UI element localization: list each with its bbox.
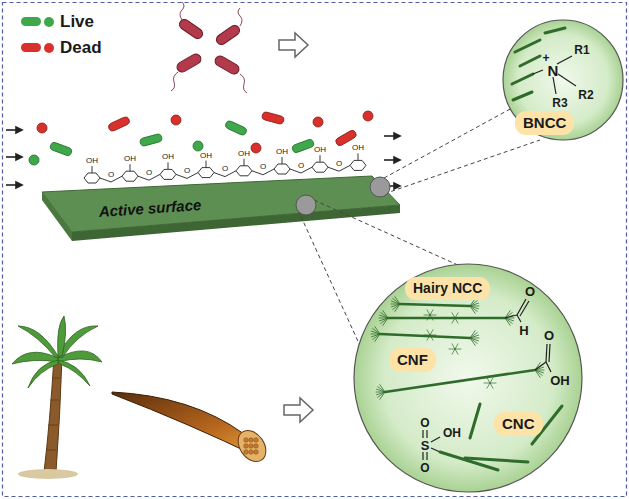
chem-label: N [548, 63, 559, 78]
chem-label: OH [550, 374, 570, 387]
chem-label: OH [200, 152, 212, 160]
chem-label: OH [443, 427, 461, 439]
chem-label: O [260, 163, 266, 171]
chem-label: + [542, 52, 549, 64]
chem-label: O [184, 167, 190, 175]
chem-label: O [420, 417, 429, 429]
chem-label: H [519, 324, 528, 337]
label-pill: CNF [389, 348, 436, 372]
chem-label: O [525, 285, 535, 298]
chem-label: R3 [552, 97, 567, 109]
chem-label: OH [314, 146, 326, 154]
chem-label: R2 [578, 89, 593, 101]
legend-label: Live [60, 12, 94, 32]
chem-label: OH [124, 155, 136, 163]
chem-label: S [421, 439, 430, 452]
pill-text: BNCC [523, 114, 566, 131]
chem-label: O [420, 462, 429, 474]
legend-label: Dead [60, 38, 102, 58]
chem-label: O [222, 165, 228, 173]
chem-label: O [146, 169, 152, 177]
chem-label: O [108, 171, 114, 179]
pill-text: Hairy NCC [413, 280, 482, 296]
pill-text: CNC [502, 415, 535, 432]
chem-label: O [298, 162, 304, 170]
chem-label: R1 [574, 44, 589, 56]
chem-label: OH [86, 157, 98, 165]
chem-label: O [544, 329, 554, 342]
chem-label: OH [162, 153, 174, 161]
legend-swatch [20, 14, 56, 30]
chem-label: OH [352, 144, 364, 152]
legend-swatch [20, 40, 56, 56]
label-pill: BNCC [515, 111, 574, 135]
chem-label: OH [276, 148, 288, 156]
pill-text: CNF [397, 351, 428, 368]
chem-label: OH [238, 150, 250, 158]
label-pill: Hairy NCC [405, 277, 490, 300]
label-pill: CNC [494, 412, 543, 436]
chem-label: O [336, 160, 342, 168]
